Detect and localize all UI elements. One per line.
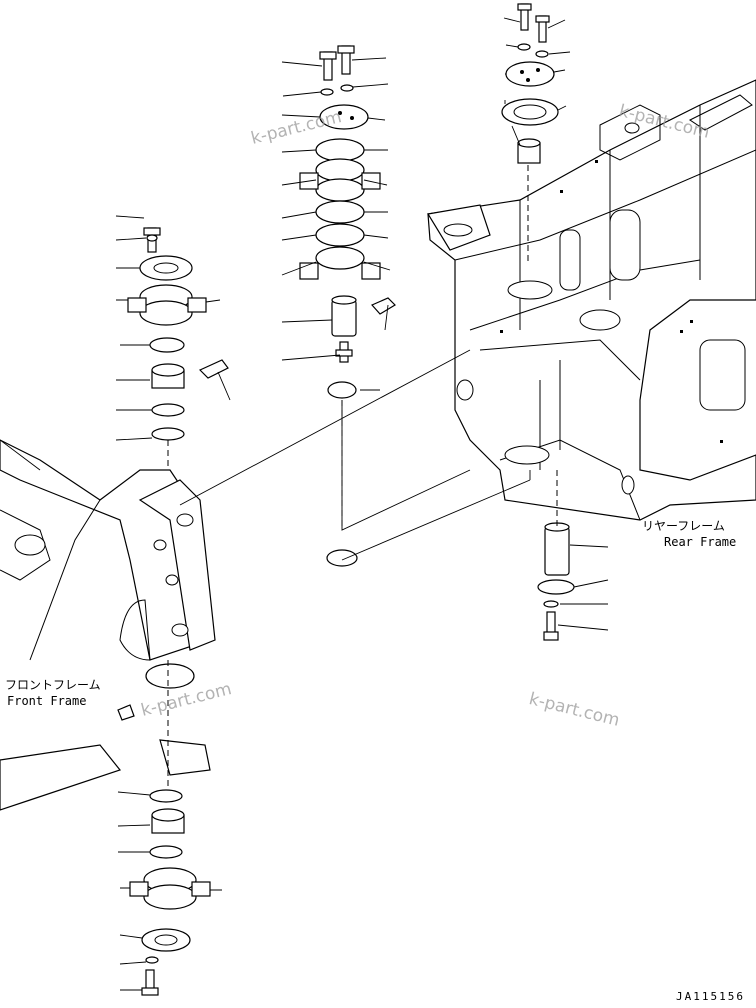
- left-upper-stack: [115, 215, 231, 441]
- front-frame-label-jp: フロントフレーム: [5, 678, 101, 692]
- leader-lines: [341, 405, 531, 561]
- rear-frame: [427, 79, 756, 521]
- drawing-code: JA115156: [676, 990, 745, 1003]
- rear-lower-stack: [537, 470, 609, 641]
- front-frame: [0, 349, 471, 811]
- center-shim-stack: [281, 45, 396, 567]
- rear-frame-label-en: Rear Frame: [664, 535, 737, 549]
- rear-frame-label-jp: リヤーフレーム: [642, 519, 725, 533]
- rear-upper-stack: [501, 3, 571, 265]
- front-frame-label-en: Front Frame: [7, 694, 87, 708]
- left-lower-stack: [117, 789, 222, 996]
